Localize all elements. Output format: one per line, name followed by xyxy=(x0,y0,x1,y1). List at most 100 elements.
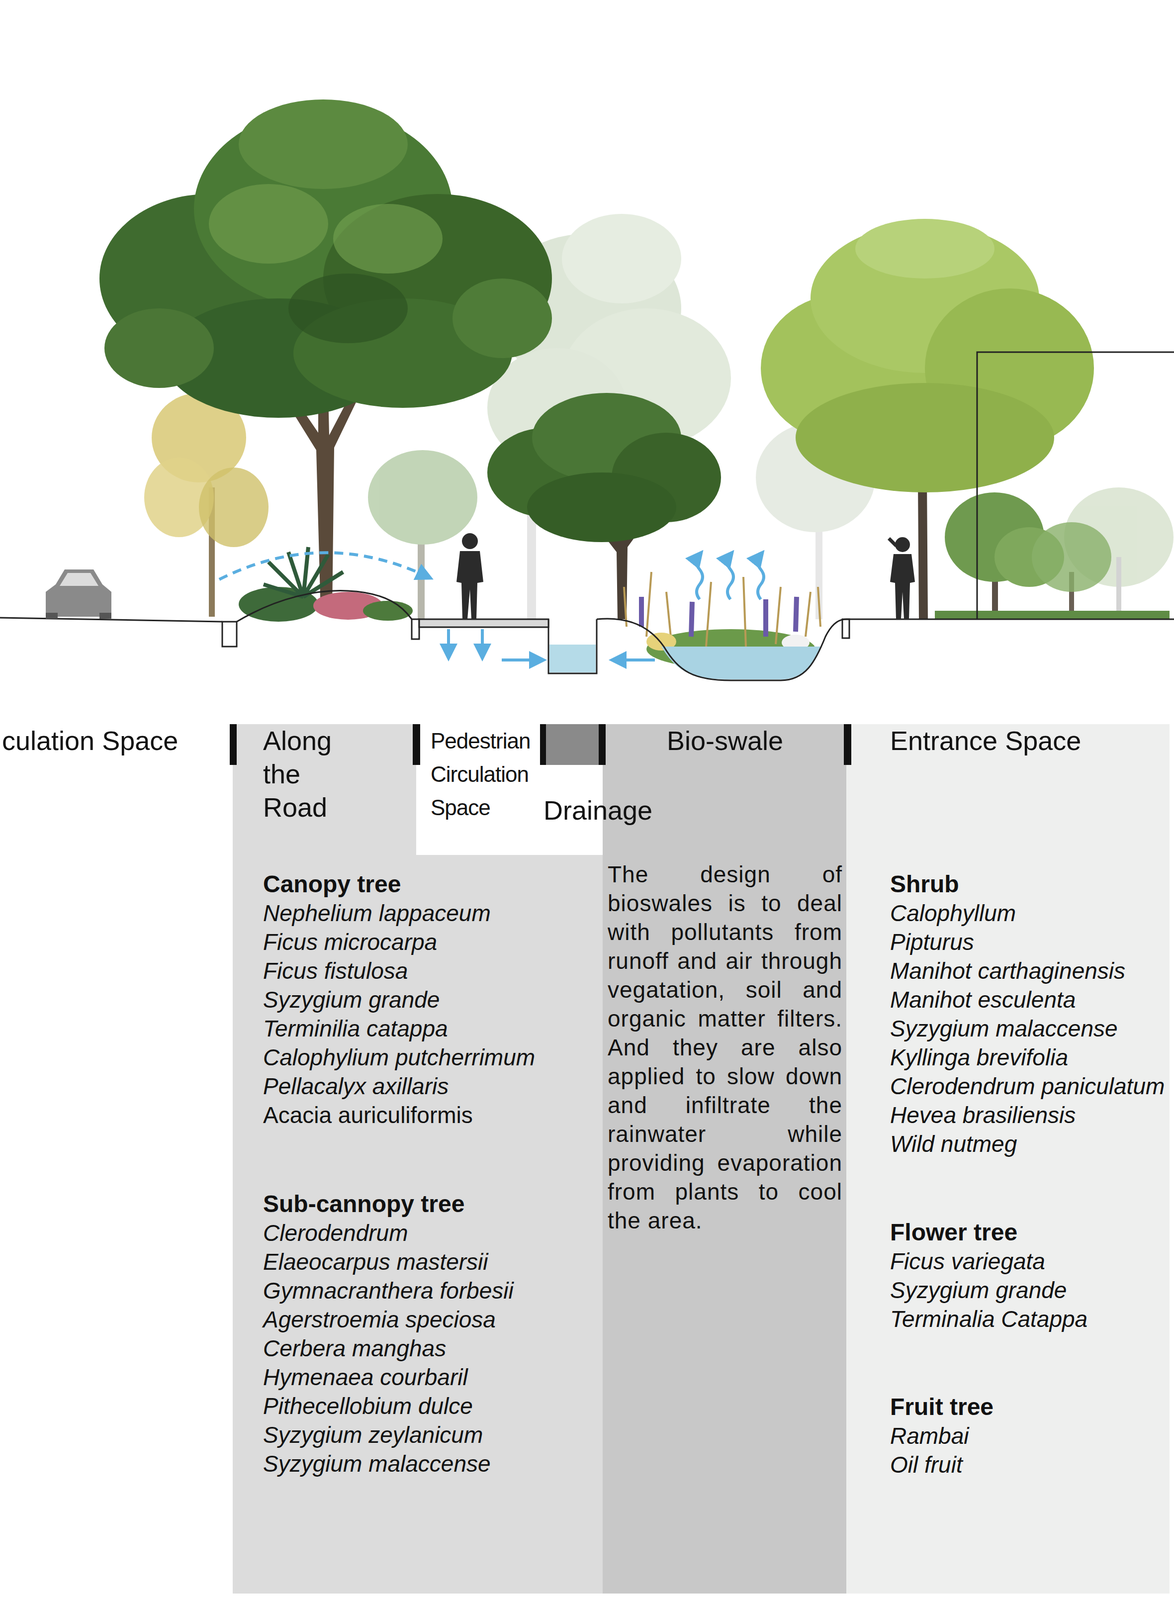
flow-arrow xyxy=(614,658,655,662)
faded-tree xyxy=(487,213,1174,620)
flow-arrow xyxy=(501,658,542,662)
plant-name: Manihot carthaginensis xyxy=(890,956,1167,986)
column-heading: Along the Road xyxy=(263,723,368,824)
building-outline xyxy=(977,352,1174,620)
groundcover xyxy=(934,610,1170,620)
ground-line xyxy=(222,621,237,647)
person-silhouette xyxy=(456,550,484,620)
plant-name: Gymnacranthera forbesii xyxy=(263,1275,598,1305)
yellow-tree xyxy=(144,392,269,617)
flow-arrow xyxy=(696,554,703,600)
person-silhouette xyxy=(890,553,915,620)
description-text: The design of bioswales is to deal with … xyxy=(607,859,843,1235)
plant-name: Syzygium malaccense xyxy=(890,1013,1167,1043)
ground-line xyxy=(0,590,1174,681)
shrub-tree xyxy=(944,492,1112,620)
separator-bar xyxy=(540,723,546,765)
separator-bar xyxy=(598,723,606,765)
canopy-tree xyxy=(288,273,408,344)
yellow-tree xyxy=(198,467,269,547)
car-symbol xyxy=(59,572,99,586)
road-band: Along the RoadCanopy treeNephelium lappa… xyxy=(232,723,603,1594)
flow-arrow xyxy=(480,629,484,656)
drain-water xyxy=(549,644,596,673)
flow-arrow xyxy=(757,554,764,600)
flow-arrow xyxy=(447,629,451,656)
person-silhouette xyxy=(887,537,898,547)
plant-name: Manihot esculenta xyxy=(890,985,1167,1014)
plant-name: Calophyllum xyxy=(890,898,1167,928)
ground-line xyxy=(548,619,597,674)
plant-category: Shrub xyxy=(890,869,1167,899)
canopy-tree xyxy=(208,183,329,264)
background-tree xyxy=(367,450,478,545)
plant-name: Oil fruit xyxy=(890,1449,1167,1479)
separator-bar xyxy=(843,723,852,765)
plant-name: Acacia auriculiformis xyxy=(263,1100,598,1130)
car-symbol xyxy=(45,612,58,619)
plant-name: Terminilia catappa xyxy=(263,1013,598,1043)
ground-line xyxy=(842,619,850,638)
entrance-band: Entrance SpaceShrubCalophyllumPipturusMa… xyxy=(846,723,1170,1594)
canopy-tree xyxy=(99,99,552,615)
column-heading: Bio-swale xyxy=(607,723,843,758)
sub-canopy-tree xyxy=(527,472,677,542)
car-symbol xyxy=(45,569,112,617)
plant-name: Hevea brasiliensis xyxy=(890,1100,1167,1130)
flow-arrow xyxy=(219,552,764,660)
plant-name: Syzygium zeylanicum xyxy=(263,1420,598,1449)
ground-line xyxy=(411,619,420,639)
plant-name: Hymenaea courbaril xyxy=(263,1362,598,1392)
canopy-tree xyxy=(452,278,552,359)
bioswale-planting xyxy=(641,596,797,637)
faded-tree xyxy=(561,213,682,304)
canopy-tree xyxy=(104,308,214,388)
swale-water xyxy=(661,646,821,680)
canopy-tree xyxy=(238,99,408,189)
shrub-tree xyxy=(1031,522,1112,592)
canopy-tree xyxy=(333,203,443,274)
plant-name: Calophylium putcherrimum xyxy=(263,1042,598,1072)
plant-name: Pipturus xyxy=(890,927,1167,957)
column-heading: Pedestrian Circulation Space xyxy=(430,723,538,824)
bioswale-band: Bio-swaleThe design of bioswales is to d… xyxy=(602,723,847,1594)
person-silhouette xyxy=(461,533,478,549)
plant-category: Canopy tree xyxy=(263,869,598,899)
entrance-tree xyxy=(855,218,995,279)
faded-tree xyxy=(1116,556,1122,620)
band-label: culation Space xyxy=(1,723,179,758)
plant-name: Syzygium malaccense xyxy=(263,1448,598,1478)
separator-bar xyxy=(412,723,421,765)
plant-name: Terminalia Catappa xyxy=(890,1304,1167,1334)
drainage-block xyxy=(542,723,603,765)
plant-name: Pithecellobium dulce xyxy=(263,1391,598,1421)
ground-line xyxy=(236,590,412,622)
plant-name: Kyllinga brevifolia xyxy=(890,1042,1167,1072)
plant-name: Nephelium lappaceum xyxy=(263,898,598,928)
car-symbol xyxy=(99,612,112,619)
plant-name: Pellacalyx axillaris xyxy=(263,1071,598,1101)
plant-name: Syzygium grande xyxy=(890,1275,1167,1305)
roadside-planting xyxy=(238,546,413,622)
plant-name: Ficus variegata xyxy=(890,1246,1167,1276)
plant-name: Agerstroemia speciosa xyxy=(263,1304,598,1334)
separator-bar xyxy=(229,723,237,765)
plant-name: Clerodendrum xyxy=(263,1218,598,1248)
ground-line xyxy=(596,618,1174,681)
column-separators xyxy=(0,0,1174,796)
flow-arrow xyxy=(727,554,734,600)
plant-category: Sub-cannopy tree xyxy=(263,1189,598,1219)
roadside-planting xyxy=(263,546,344,597)
plant-name: Clerodendrum paniculatum xyxy=(890,1071,1167,1101)
sub-canopy-tree xyxy=(487,392,722,620)
person-silhouette xyxy=(456,533,915,620)
flow-arrow xyxy=(219,552,429,580)
plant-name: Syzygium grande xyxy=(263,985,598,1014)
plant-name: Elaeocarpus mastersii xyxy=(263,1247,598,1276)
section-illustration xyxy=(0,0,1174,726)
plant-name: Ficus microcarpa xyxy=(263,927,598,957)
plant-category: Flower tree xyxy=(890,1217,1167,1247)
plant-name: Wild nutmeg xyxy=(890,1129,1167,1159)
ground-line xyxy=(419,619,549,628)
